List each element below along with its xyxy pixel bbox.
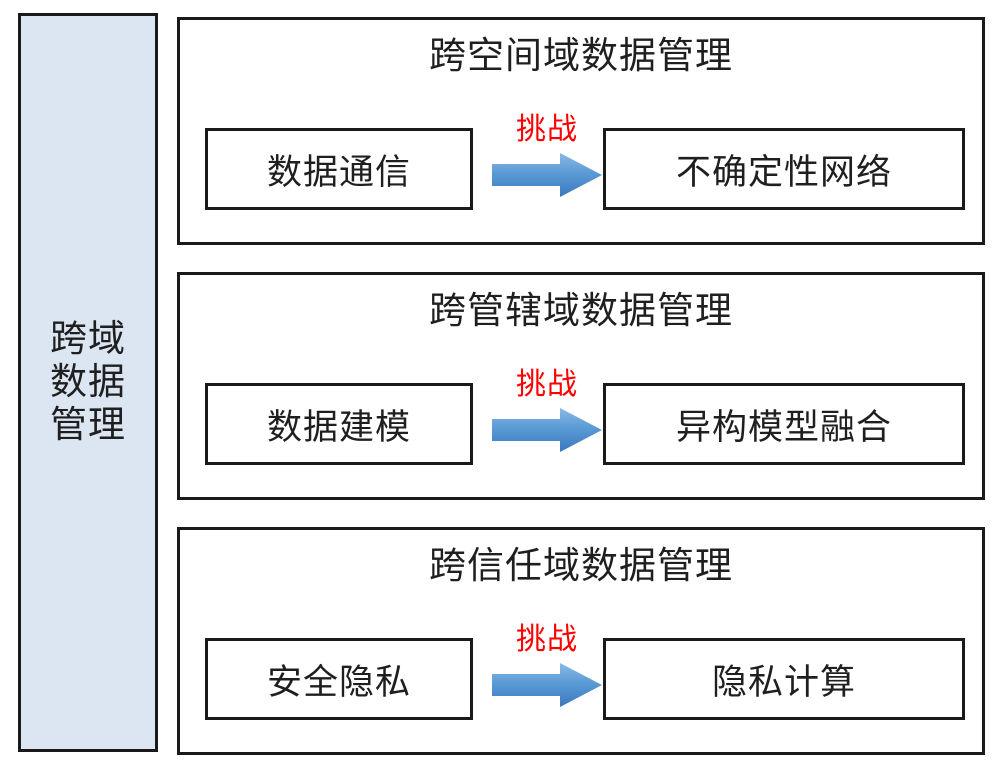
domain-group-panel: 跨管辖域数据管理 数据建模 挑战 异构模型融合 (177, 272, 985, 500)
category-panel: 跨域 数据 管理 (18, 13, 158, 752)
challenge-label: 挑战 (516, 368, 578, 401)
domain-group-title: 跨信任域数据管理 (429, 545, 733, 586)
category-label: 跨域 数据 管理 (50, 318, 126, 445)
source-concept-label: 安全隐私 (266, 662, 411, 702)
domain-group-title: 跨管辖域数据管理 (429, 290, 733, 331)
target-concept-label: 隐私计算 (711, 662, 856, 702)
target-concept-box: 隐私计算 (603, 638, 965, 720)
domain-group-title: 跨空间域数据管理 (429, 35, 733, 76)
target-concept-box: 不确定性网络 (603, 128, 965, 210)
domain-group-panel: 跨信任域数据管理 安全隐私 挑战 隐私计算 (177, 527, 985, 755)
right-arrow-icon (492, 153, 602, 197)
source-concept-label: 数据建模 (266, 407, 411, 447)
challenge-label: 挑战 (516, 113, 578, 146)
right-arrow-icon (492, 663, 602, 707)
challenge-label: 挑战 (516, 623, 578, 656)
right-arrow-icon (492, 408, 602, 452)
target-concept-label: 异构模型融合 (675, 407, 892, 447)
domain-group-panel: 跨空间域数据管理 数据通信 挑战 不确定性网络 (177, 17, 985, 245)
source-concept-label: 数据通信 (266, 152, 411, 192)
target-concept-label: 不确定性网络 (675, 152, 892, 192)
source-concept-box: 数据建模 (205, 383, 473, 465)
target-concept-box: 异构模型融合 (603, 383, 965, 465)
source-concept-box: 数据通信 (205, 128, 473, 210)
source-concept-box: 安全隐私 (205, 638, 473, 720)
